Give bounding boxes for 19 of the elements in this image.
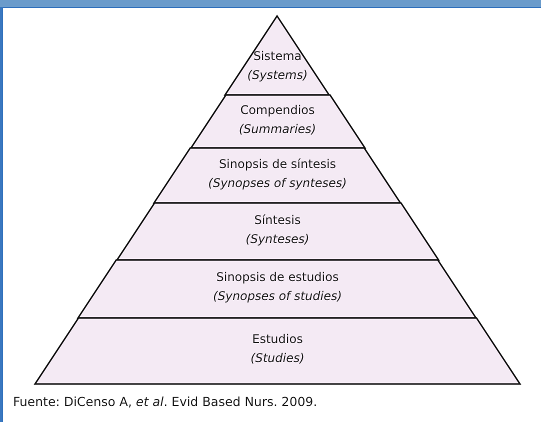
source-caption: Fuente: DiCenso A, et al. Evid Based Nurs. 2009. (13, 394, 318, 409)
pyramid-tier (78, 260, 476, 318)
pyramid-tier (116, 203, 438, 260)
tier-translation: (Summaries) (238, 122, 318, 136)
pyramid-tier (154, 148, 401, 203)
tier-translation: (Systems) (246, 68, 309, 82)
tier-translation: (Studies) (250, 351, 306, 365)
tier-translation: (Synopses of synteses) (207, 176, 348, 190)
tier-label: Síntesis (253, 212, 302, 226)
pyramid-apex (225, 16, 330, 95)
pyramid-tier (35, 318, 520, 384)
tier-label: Estudios (251, 332, 304, 346)
tier-translation: (Synopses of studies) (212, 289, 343, 303)
pyramid-tier (190, 95, 364, 148)
tier-label: Compendios (239, 102, 316, 116)
tier-label: Sinopsis de síntesis (218, 156, 338, 170)
tier-label: Sistema (252, 49, 303, 63)
tier-translation: (Synteses) (244, 232, 310, 246)
tier-label: Sinopsis de estudios (215, 270, 340, 284)
